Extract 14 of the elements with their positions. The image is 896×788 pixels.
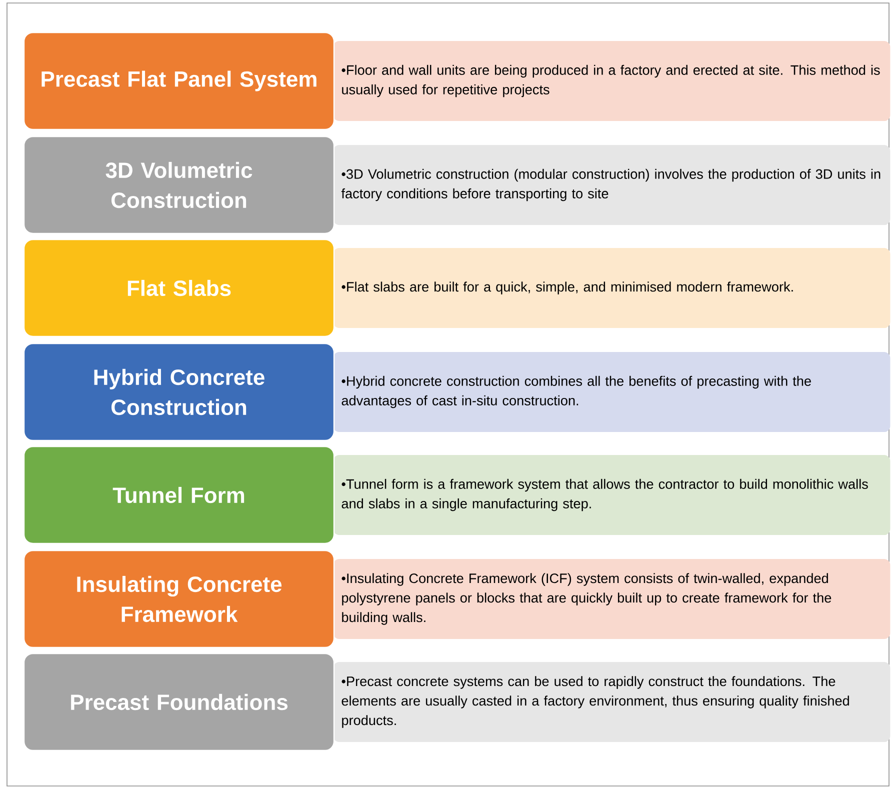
category-box: Hybrid Concrete Construction bbox=[23, 342, 335, 442]
description-box: •Tunnel form is a framework system that allows the contractor to build monolithic walls and slabs in a single manufacturing step. bbox=[333, 455, 890, 535]
description-box: •Insulating Concrete Framework (ICF) system consists of twin-walled, expanded polystyrene panels or blocks that are quickly built up to create framework for the building walls. bbox=[333, 559, 890, 639]
category-box: Insulating Concrete Framework bbox=[23, 550, 335, 648]
description-box: •Flat slabs are built for a quick, simple, and minimised modern framework. bbox=[333, 248, 890, 328]
category-box: Tunnel Form bbox=[23, 446, 335, 544]
category-box: 3D Volumetric Construction bbox=[23, 136, 335, 234]
category-box: Precast Foundations bbox=[23, 652, 335, 752]
description-box: •Floor and wall units are being produced in a factory and erected at site. This method is usually used for repetitive projects bbox=[333, 41, 890, 121]
description-box: •Hybrid concrete construction combines all the benefits of precasting with the advantages of cast in-situ construction. bbox=[333, 352, 890, 432]
description-box: •Precast concrete systems can be used to rapidly construct the foundations. The elements are usually casted in a factory environment, thus ensuring quality finished products. bbox=[333, 662, 890, 742]
category-box: Precast Flat Panel System bbox=[23, 32, 335, 130]
description-box: •3D Volumetric construction (modular construction) involves the production of 3D units in factory conditions before transporting to site bbox=[333, 145, 890, 225]
category-box: Flat Slabs bbox=[23, 238, 335, 338]
